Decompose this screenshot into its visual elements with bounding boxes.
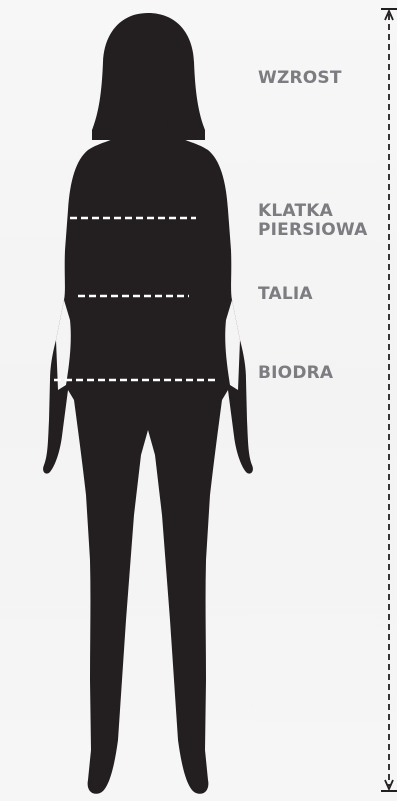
waist-label: TALIA — [258, 285, 313, 304]
height-indicator — [381, 9, 397, 791]
height-label: WZROST — [258, 69, 342, 88]
chest-label: KLATKA PIERSIOWA — [258, 202, 367, 240]
chest-label-line1: KLATKA — [258, 202, 367, 221]
chest-label-line2: PIERSIOWA — [258, 221, 367, 240]
hips-label: BIODRA — [258, 364, 333, 383]
hips-label-text: BIODRA — [258, 363, 333, 383]
torso — [43, 105, 253, 794]
female-silhouette — [43, 13, 253, 794]
waist-label-text: TALIA — [258, 284, 313, 304]
height-label-text: WZROST — [258, 68, 342, 88]
